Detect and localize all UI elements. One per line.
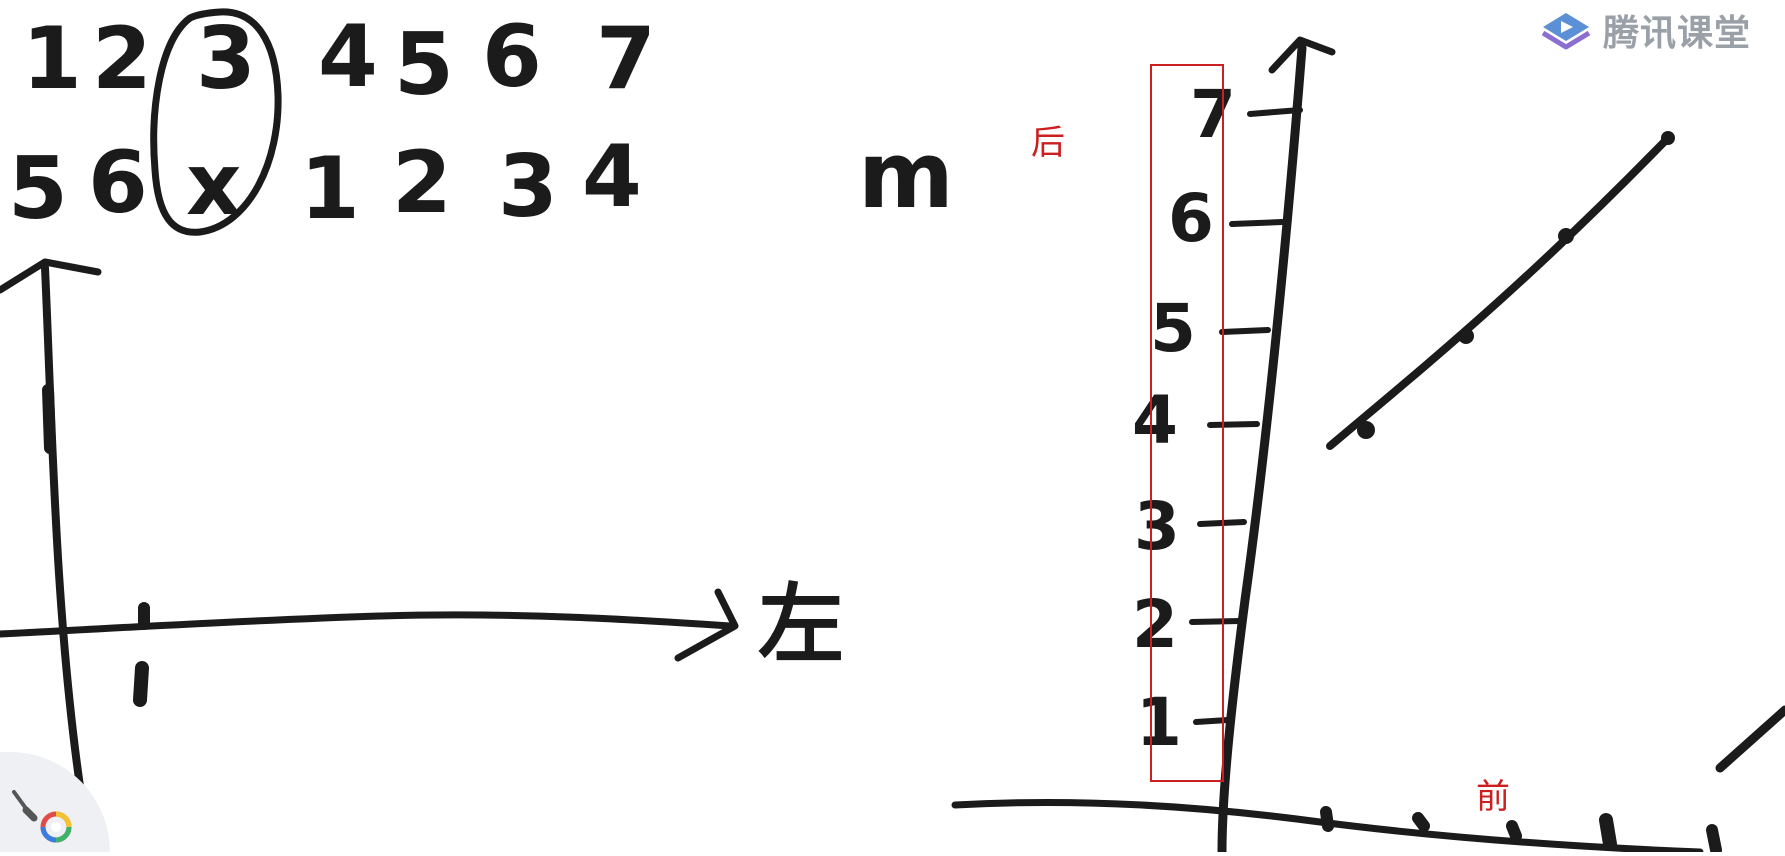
circle-stroke [150,8,282,236]
left-x-axis-label: 左 [758,575,844,675]
row2-digit: 3 [498,137,558,237]
y-tick-label: 2 [1132,586,1178,663]
left-x-arrowhead [674,588,739,662]
row1-digit: 5 [394,15,454,115]
row2-digit: 6 [88,133,148,233]
right-y-tick [1207,421,1260,428]
point-mark [1357,421,1375,439]
right-y-tick [1247,107,1303,117]
left-x-axis [0,611,734,638]
right-x-tick [1706,824,1722,852]
point-mark [1558,228,1574,244]
right-x-tick [1320,806,1334,832]
annotation-box [1150,64,1224,782]
right-x-tick [1412,812,1430,832]
row2-digit-circled: x [186,135,242,235]
row2-digit: 2 [392,133,452,233]
right-y-tick [1229,219,1285,227]
right-y-axis [1217,43,1307,852]
row1-digit: 2 [92,9,152,109]
y-tick-label: 3 [1134,488,1180,565]
label-back: 后 [1031,123,1065,163]
diagonal-stroke [1326,134,1672,450]
right-y-tick [1219,327,1271,335]
row1-digit-circled: 3 [196,9,256,109]
y-tick-label: 6 [1168,180,1214,257]
y-tick-label: 5 [1150,290,1196,367]
color-picker-icon[interactable] [40,811,72,843]
row2-digit: 5 [8,139,68,239]
right-x-tick [1506,820,1522,842]
right-y-arrowhead [1268,36,1336,74]
logo-text: 腾讯课堂 [1602,13,1751,54]
m-label: m [858,122,954,229]
brush-icon[interactable] [12,790,38,822]
left-x-mark-below [133,661,149,707]
left-y-arrowhead [0,258,102,294]
y-tick-label: 4 [1132,382,1178,459]
left-y-thick-mark [42,384,56,454]
row1-digit: 7 [596,9,656,109]
point-mark [1661,131,1675,145]
point-mark [1458,328,1474,344]
bottom-right-stroke [1715,705,1785,773]
tool-palette [0,752,110,852]
right-x-axis [951,798,1704,852]
row1-digit: 1 [22,9,82,109]
row2-digit: 4 [582,127,642,227]
label-front: 前 [1476,777,1510,817]
tencent-classroom-logo: 腾讯课堂 [1537,4,1751,56]
y-tick-label: 1 [1136,684,1182,761]
row1-digit: 4 [318,7,378,107]
row2-digit: 1 [300,139,360,239]
right-x-tick [1599,813,1617,851]
play-logo-icon [1541,13,1591,50]
left-y-axis [41,264,86,804]
y-tick-label: 7 [1190,76,1236,153]
right-y-tick [1189,618,1243,625]
row1-digit: 6 [482,7,542,107]
